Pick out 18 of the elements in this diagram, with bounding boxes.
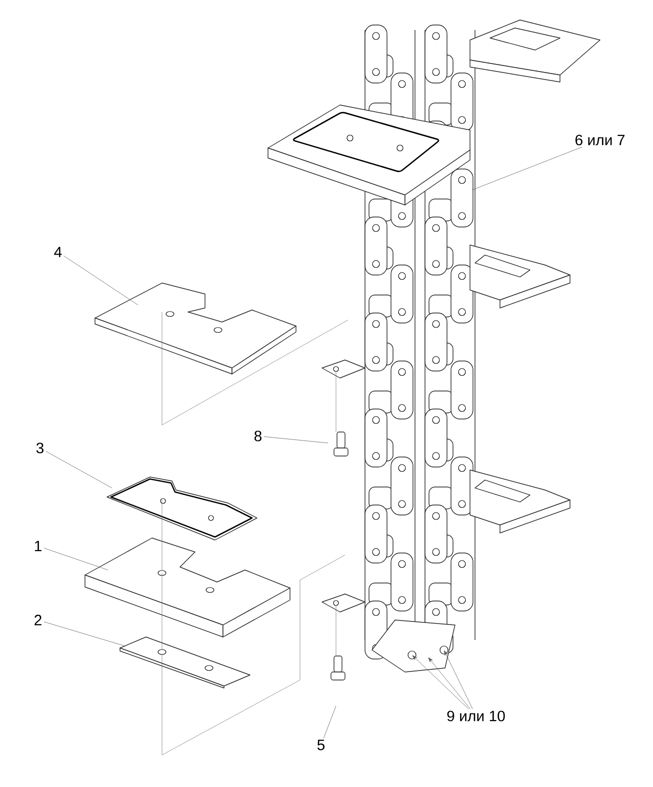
leader-line	[44, 622, 126, 646]
callout-number: 3	[36, 442, 44, 454]
callout-number: 9 или 10	[447, 710, 505, 722]
callout-number: 6 или 7	[576, 134, 624, 146]
callout-number: 1	[34, 540, 42, 552]
leader-line	[412, 655, 469, 710]
leader-line	[64, 256, 138, 306]
leader-line	[264, 436, 328, 444]
callout-number: 2	[34, 614, 42, 626]
leader-line	[428, 657, 470, 710]
leader-line	[472, 146, 582, 190]
callout-number: 5	[317, 740, 325, 750]
callout-number: 8	[254, 430, 262, 442]
leader-line	[444, 650, 473, 710]
leader-line	[46, 451, 112, 488]
leader-line	[44, 548, 108, 570]
callout-number: 4	[54, 246, 62, 258]
leader-line	[323, 706, 336, 738]
